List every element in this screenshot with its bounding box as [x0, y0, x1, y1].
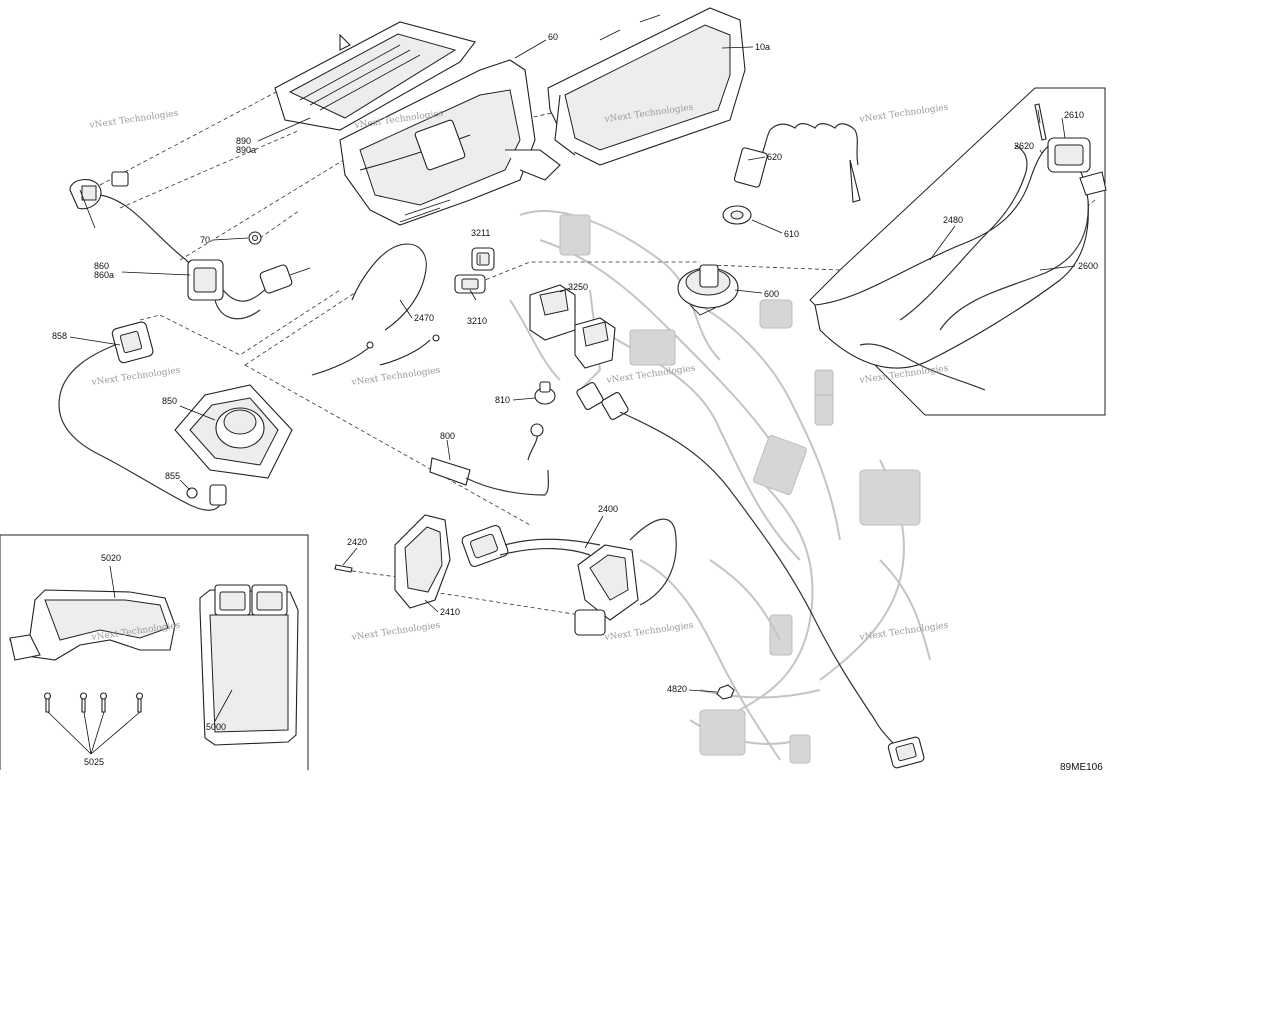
- callout-2610: 2610: [1064, 110, 1084, 120]
- callout-2410: 2410: [440, 607, 460, 617]
- callout-leaders: [47, 39, 1076, 755]
- callout-890: 890: [236, 136, 251, 146]
- watermark: vNext Technologies: [350, 621, 441, 644]
- callout-2400: 2400: [598, 504, 618, 514]
- inset-left: [0, 534, 309, 770]
- callout-2420: 2420: [347, 537, 367, 547]
- callout-2620: 2620: [1014, 141, 1034, 151]
- callout-3210: 3210: [467, 316, 487, 326]
- callout-labels: 60 10a 890 890a 620 610 70 3211 3250 321…: [52, 32, 1098, 767]
- callout-850: 850: [162, 396, 177, 406]
- callout-3250: 3250: [568, 282, 588, 292]
- knob-850: [174, 384, 293, 479]
- callout-60: 60: [548, 32, 558, 42]
- callout-5020: 5020: [101, 553, 121, 563]
- callout-2480: 2480: [943, 215, 963, 225]
- callout-858: 858: [52, 331, 67, 341]
- callout-2600: 2600: [1078, 261, 1098, 271]
- watermark: vNext Technologies: [603, 621, 694, 644]
- display-cluster-10a: [547, 7, 746, 166]
- callout-10a: 10a: [755, 42, 770, 52]
- figure-id: 89ME106: [1060, 762, 1103, 770]
- callout-5000: 5000: [206, 722, 226, 732]
- watermark: vNext Technologies: [858, 103, 949, 126]
- switch-2400: [461, 518, 677, 636]
- callout-860: 860: [94, 261, 109, 271]
- callout-610: 610: [784, 229, 799, 239]
- sensor-800: [429, 423, 549, 496]
- cap-610: [722, 205, 752, 225]
- harness-858: [58, 321, 221, 511]
- callout-3211: 3211: [471, 228, 490, 238]
- screw-2420: [334, 564, 353, 573]
- callout-2470: 2470: [414, 313, 434, 323]
- inset-right: [809, 87, 1107, 416]
- main-harness: [576, 382, 925, 769]
- callout-810: 810: [495, 395, 510, 405]
- callout-890a: 890a: [236, 145, 256, 155]
- gauge-housing-60: [339, 59, 561, 226]
- callout-70: 70: [200, 235, 210, 245]
- switch-harness-860: [69, 171, 311, 320]
- sensor-810: [534, 381, 556, 405]
- bracket-2410: [394, 514, 451, 609]
- part-855: [186, 484, 227, 506]
- watermark: vNext Technologies: [90, 366, 181, 389]
- callout-800: 800: [440, 431, 455, 441]
- ghost-harness: [509, 210, 931, 764]
- switches-3250: [529, 284, 616, 369]
- watermark: vNext Technologies: [88, 109, 179, 132]
- callout-4820: 4820: [667, 684, 687, 694]
- watermark: vNext Technologies: [858, 621, 949, 644]
- hose-2470: [311, 243, 440, 376]
- switch-600: [677, 264, 739, 316]
- callout-600: 600: [764, 289, 779, 299]
- parts-diagram: vNext Technologies vNext Technologies vN…: [0, 7, 1107, 770]
- watermark: vNext Technologies: [605, 364, 696, 387]
- callout-855: 855: [165, 471, 180, 481]
- dash-trim-890: [274, 21, 476, 131]
- callout-860a: 860a: [94, 270, 114, 280]
- lanyard-620: [733, 123, 861, 203]
- grommet-70: [248, 231, 262, 245]
- callout-620: 620: [767, 152, 782, 162]
- nut-4820: [716, 684, 735, 700]
- watermark: vNext Technologies: [350, 366, 441, 389]
- callout-5025: 5025: [84, 757, 104, 767]
- sensors-3210-3211: [454, 247, 495, 294]
